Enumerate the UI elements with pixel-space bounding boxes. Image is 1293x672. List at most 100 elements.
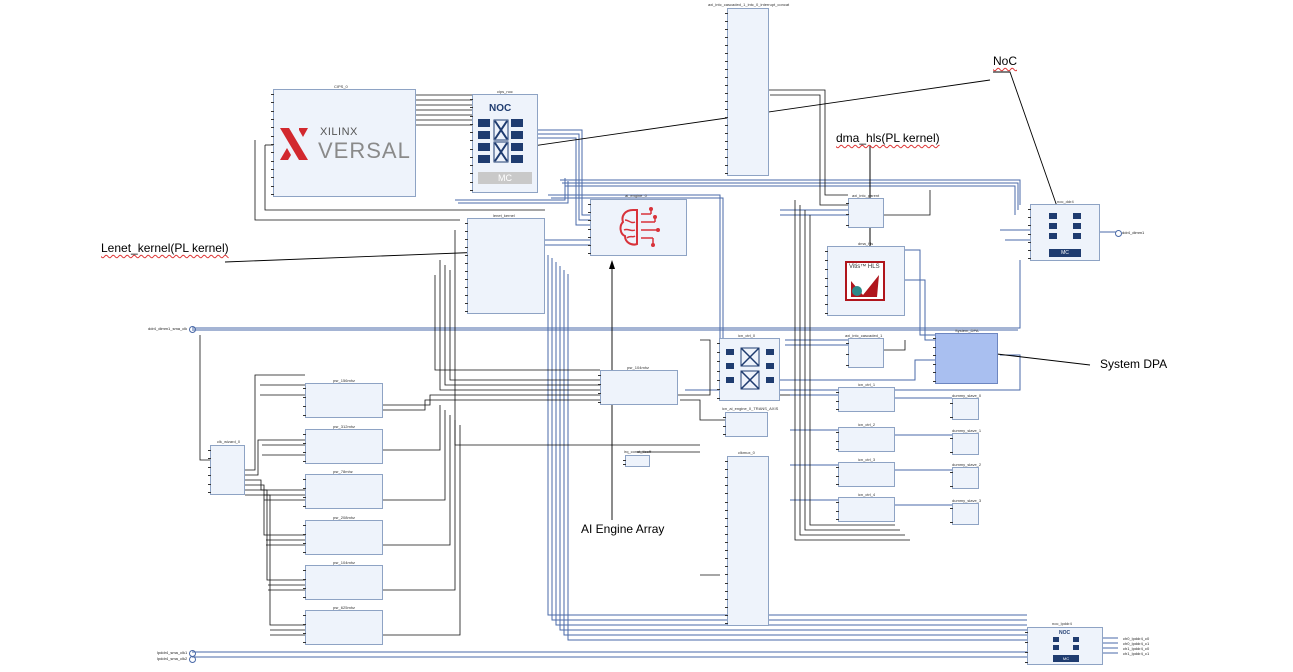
pin-stub [465, 247, 468, 248]
pin-stub [725, 525, 728, 527]
pin-stub [303, 415, 306, 416]
pin-stub [470, 165, 473, 167]
pin-stub [623, 464, 626, 465]
pin-stub [598, 384, 601, 385]
psr-156-block[interactable] [303, 383, 383, 418]
psr-104-block[interactable] [598, 370, 678, 405]
pin-stub [825, 286, 828, 288]
pin-stub [303, 624, 306, 625]
irq-const-block[interactable] [623, 455, 650, 467]
lenet-kernel-block[interactable] [465, 218, 545, 314]
pin-stub [470, 99, 473, 100]
icn-ctrl-1-block[interactable] [836, 387, 895, 412]
pin-stub [465, 279, 468, 280]
pin-stub [303, 452, 306, 453]
pin-stub [836, 400, 839, 402]
pin-stub [1028, 241, 1031, 243]
xilinx-brand: XILINX [320, 126, 358, 138]
pin-stub [725, 485, 728, 487]
pin-stub [725, 53, 728, 54]
axi-intc-concat-block[interactable] [725, 8, 769, 176]
psr-625-title: psr_625mhz [333, 605, 356, 610]
pin-stub [846, 354, 849, 355]
pin-stub [725, 542, 728, 543]
pin-stub [303, 479, 306, 480]
psr-78-block[interactable] [303, 474, 383, 509]
system-dpa-block[interactable] [933, 333, 998, 384]
noc-lpddr4-block[interactable]: NOC MC [1025, 627, 1103, 665]
noc-tile [1049, 213, 1057, 219]
axi-intc-parent-block[interactable] [846, 198, 884, 228]
cips-block[interactable]: XILINX VERSAL [271, 89, 416, 197]
pin-stub [271, 119, 274, 120]
noc-tile [478, 155, 490, 163]
pin-stub [825, 268, 828, 270]
cips-noc-block[interactable]: NOC MC [470, 94, 538, 193]
noc-tile [511, 143, 523, 151]
pin-stub [836, 475, 839, 477]
icn-ctrl-2-block[interactable] [836, 427, 895, 452]
pin-stub [623, 460, 626, 461]
ai-engine-block[interactable] [588, 199, 687, 256]
noc-tile [1073, 645, 1079, 650]
pin-stub [725, 173, 728, 174]
pin-stub [465, 311, 468, 312]
cips-title: CIPS_0 [334, 84, 348, 89]
pin-stub [1025, 642, 1028, 643]
psr-104b-block[interactable] [303, 565, 383, 600]
pin-stub [725, 157, 728, 158]
pin-stub [933, 372, 936, 374]
axis-interconnect-block[interactable] [723, 412, 768, 437]
port-ch0-c0: ch0_lpddr4_c0 [1123, 636, 1150, 641]
dummy-slave-1-block[interactable] [950, 433, 979, 455]
clkmux-block[interactable] [725, 456, 769, 626]
noc-tile [1049, 233, 1057, 239]
pin-stub [725, 469, 728, 471]
psr-208-block[interactable] [303, 520, 383, 555]
port-ch0-c1: ch0_lpddr4_c1 [1123, 641, 1150, 646]
dummy-slave-3-block[interactable] [950, 503, 979, 525]
pin-stub [717, 379, 720, 381]
pin-stub [271, 135, 274, 137]
axi-intc-cascaded-block[interactable] [846, 338, 884, 368]
icn-ctrl-4-block[interactable] [836, 497, 895, 522]
icn-ctrl-0-block[interactable] [717, 338, 780, 401]
pin-stub [1025, 632, 1028, 633]
pin-stub [725, 117, 728, 118]
clk-wizard-block[interactable] [208, 445, 245, 495]
pin-stub [465, 271, 468, 272]
pin-stub [836, 510, 839, 512]
noc-tile [726, 349, 734, 355]
pin-stub [725, 37, 728, 38]
pin-stub [1028, 209, 1031, 210]
mc-label: MC [1053, 655, 1079, 662]
pin-stub [725, 93, 728, 94]
psr-104-title: psr_104mhz [627, 365, 650, 370]
pin-stub [933, 363, 936, 365]
psr-312-block[interactable] [303, 429, 383, 464]
psr-78-title: psr_78mhz [333, 469, 353, 474]
pin-stub [723, 434, 726, 435]
pin-stub [725, 477, 728, 479]
dma-hls-block[interactable]: Vitis™ HLS [825, 246, 905, 316]
dummy-slave-0-block[interactable] [950, 398, 979, 420]
pin-stub [950, 438, 953, 439]
pin-stub [303, 488, 306, 489]
pin-stub [725, 69, 728, 70]
noc-tile [766, 349, 774, 355]
pin-stub [725, 517, 728, 519]
mc-label: MC [1049, 249, 1081, 257]
icn-ctrl-3-block[interactable] [836, 462, 895, 487]
pin-stub [470, 115, 473, 117]
dummy-slave-1-title: dummy_slave_1 [952, 428, 982, 433]
pin-stub [933, 381, 936, 382]
noc-tile [511, 155, 523, 163]
pin-stub [588, 204, 591, 205]
pin-stub [1028, 249, 1031, 251]
pin-stub [303, 570, 306, 571]
noc-ddr-block[interactable]: MC [1028, 204, 1100, 261]
pin-stub [846, 203, 849, 204]
dummy-slave-2-block[interactable] [950, 467, 979, 489]
psr-625-block[interactable] [303, 610, 383, 645]
pin-stub [723, 417, 726, 418]
